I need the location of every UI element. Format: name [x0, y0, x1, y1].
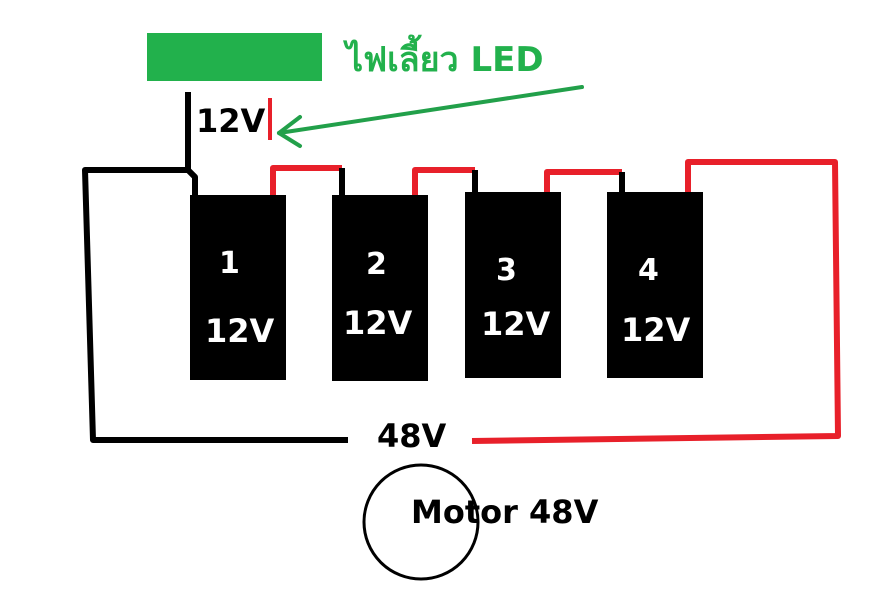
negative-wire	[82, 92, 348, 443]
series-wire-1-2	[270, 165, 342, 195]
battery-2: 2 12V	[332, 195, 428, 381]
battery1-negative-lead	[185, 167, 198, 195]
battery-voltage: 12V	[481, 305, 551, 343]
total-voltage-label: 48V	[377, 417, 447, 455]
battery-body	[607, 192, 703, 378]
battery-body	[190, 195, 286, 380]
battery-number: 4	[638, 253, 659, 288]
battery-4: 4 12V	[607, 192, 703, 378]
battery-number: 3	[496, 253, 517, 288]
battery-number: 1	[219, 246, 240, 281]
battery-body	[465, 192, 561, 378]
battery-number: 2	[366, 247, 387, 282]
led-indicator-box	[147, 33, 322, 81]
tap-voltage-label: 12V	[196, 102, 266, 140]
positive-wire	[471, 159, 841, 444]
battery-voltage: 12V	[621, 311, 691, 349]
battery-voltage: 12V	[343, 304, 413, 342]
series-wire-2-3	[412, 167, 475, 195]
battery-voltage: 12V	[205, 312, 275, 350]
series-wire-3-4	[544, 169, 622, 192]
led-arrow	[277, 85, 584, 148]
motor-label: Motor 48V	[411, 493, 599, 531]
led-label: ไฟเลี้ยว LED	[343, 34, 544, 80]
battery-3: 3 12V	[465, 192, 561, 378]
motor-symbol	[362, 463, 480, 581]
battery-body	[332, 195, 428, 381]
battery-1: 1 12V	[190, 195, 286, 380]
